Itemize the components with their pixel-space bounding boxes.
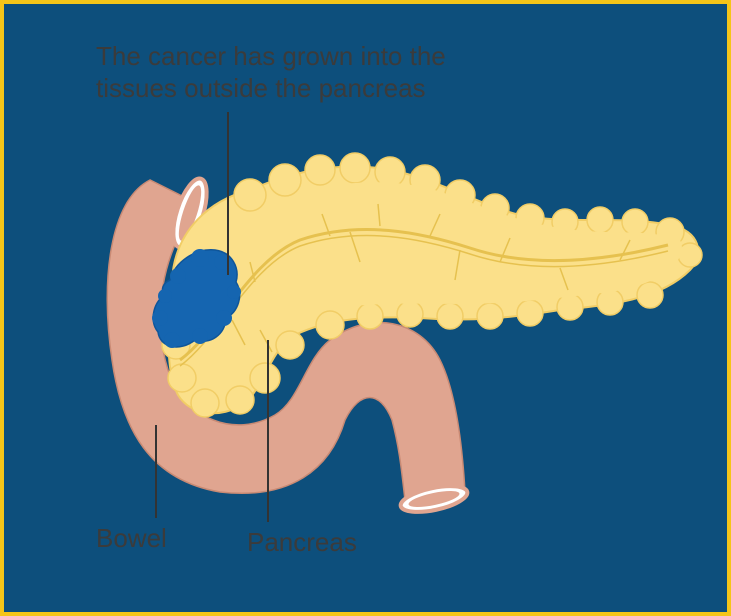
pancreas-label: Pancreas	[247, 526, 357, 558]
cancer-label: The cancer has grown into the tissues ou…	[96, 40, 516, 104]
bowel-label: Bowel	[96, 522, 167, 554]
